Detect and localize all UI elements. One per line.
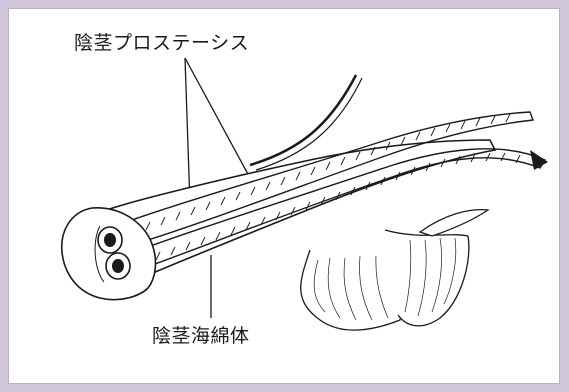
- fin-shape: [420, 210, 488, 236]
- corpus-cavernosum-label: 陰茎海綿体: [152, 321, 250, 348]
- prosthesis-label: 陰茎プロステーシス: [74, 28, 249, 55]
- tissue-flap-left: [301, 250, 402, 330]
- upper-tubing: [250, 75, 356, 165]
- tissue-flap-right: [385, 230, 469, 326]
